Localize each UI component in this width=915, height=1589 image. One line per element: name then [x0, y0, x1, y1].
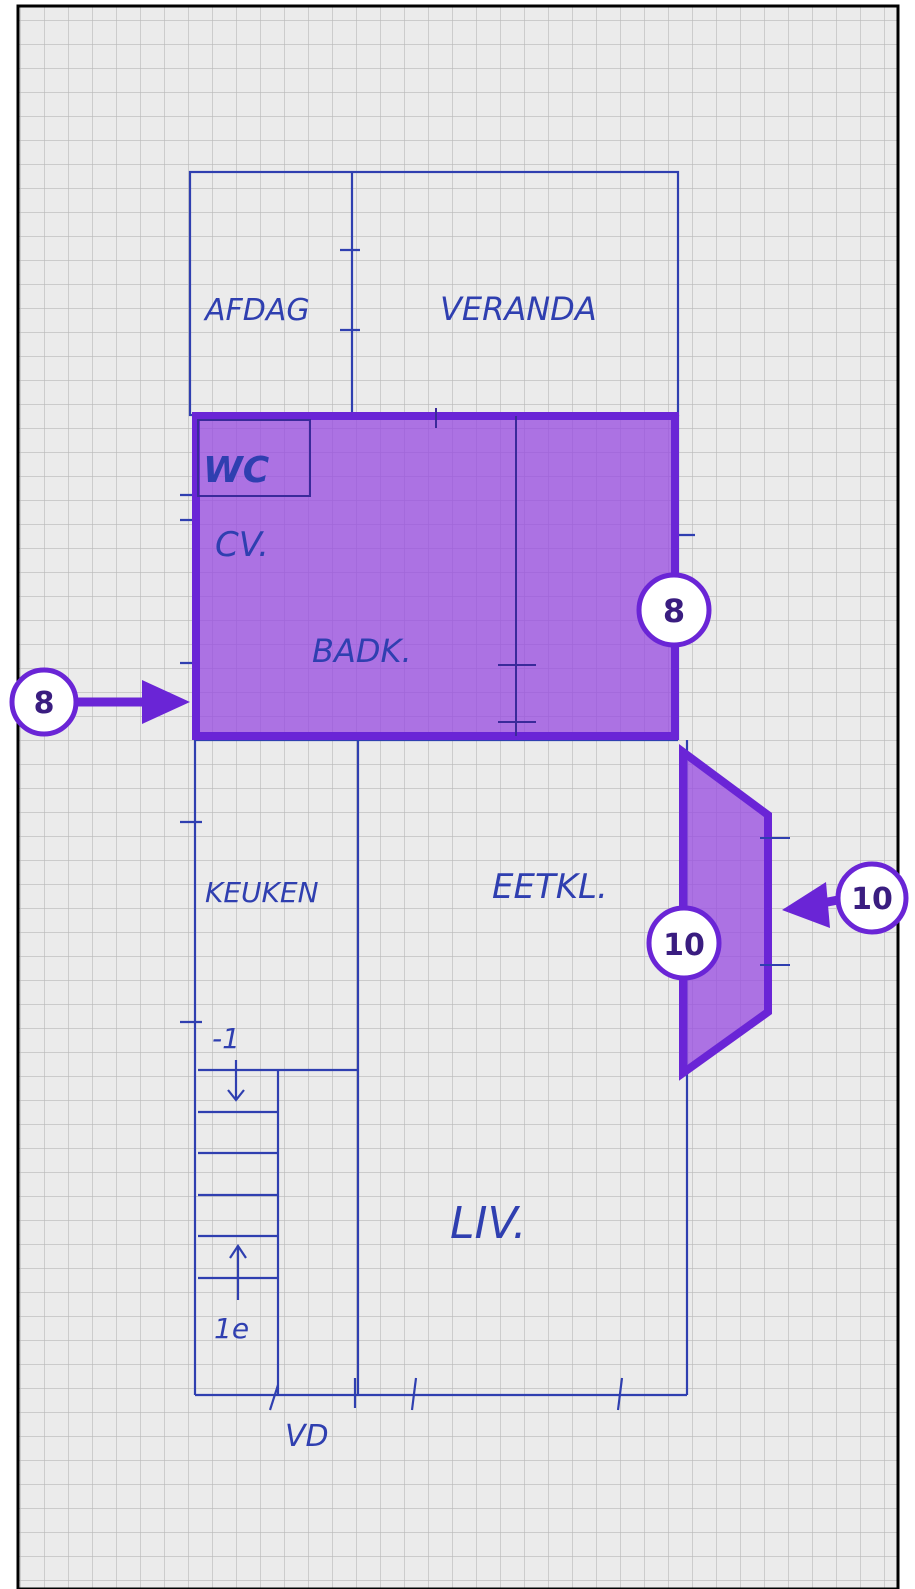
callout-right-badge — [835, 861, 909, 935]
label-cv: CV. — [215, 525, 269, 565]
highlight-bathroom-number: 8 — [663, 592, 685, 630]
graph-paper — [16, 4, 900, 1589]
highlight-bathroom-badge: 8 — [636, 572, 712, 648]
callout-right-number: 10 — [851, 882, 893, 917]
callout-left: 8 — [9, 667, 190, 737]
callout-right: 10 — [782, 861, 909, 935]
label-badk: BADK. — [312, 632, 412, 670]
label-wc: WC — [203, 450, 270, 491]
label-liv: LIV. — [450, 1198, 527, 1249]
label-vd: VD — [285, 1419, 329, 1454]
callout-left-badge — [9, 667, 79, 737]
label-keuken: KEUKEN — [205, 876, 319, 909]
bay-ticks — [760, 837, 790, 966]
highlight-bay-badge: 10 — [646, 905, 722, 981]
highlight-bay-number: 10 — [663, 928, 705, 963]
label-eetk: EETKL. — [492, 867, 608, 907]
label-stairs-bottom: 1e — [214, 1312, 249, 1345]
label-afdak: AFDAG — [203, 293, 310, 328]
label-stairs-top: -1 — [212, 1022, 240, 1055]
bathroom-inner-lines — [197, 408, 536, 736]
callout-left-number: 8 — [34, 686, 55, 721]
label-veranda: VERANDA — [440, 290, 597, 328]
